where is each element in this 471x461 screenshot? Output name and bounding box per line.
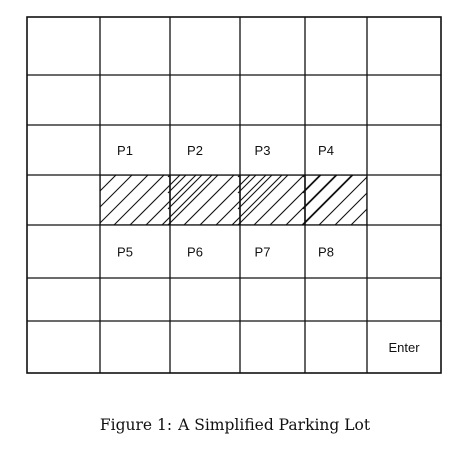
hatch-stroke — [215, 175, 267, 225]
entrance-label: Enter — [388, 340, 420, 355]
hatch-stroke — [167, 175, 203, 210]
parking-spot-p6-label: P6 — [187, 245, 203, 260]
hatch-stroke — [253, 175, 305, 225]
hatch-stroke — [269, 175, 321, 225]
hatch-stroke — [129, 175, 181, 225]
parking-grid — [26, 16, 442, 374]
parking-spot-p5-label: P5 — [117, 245, 133, 260]
hatch-stroke — [183, 175, 235, 225]
hatch-stroke — [237, 175, 257, 194]
hatch-stroke — [318, 176, 367, 225]
hatch-stroke — [167, 175, 187, 194]
hatched-cell-border — [304, 175, 367, 225]
hatched-cell — [302, 175, 367, 225]
hatch-stroke — [302, 175, 338, 210]
hatch-stroke — [237, 175, 273, 210]
hatched-cell-border — [100, 175, 171, 225]
parking-spot-p3-label: P3 — [255, 143, 271, 158]
figure-caption: Figure 1: A Simplified Parking Lot — [100, 416, 371, 434]
hatch-stroke — [350, 208, 367, 225]
parking-spot-p2-label: P2 — [187, 143, 203, 158]
hatch-stroke — [100, 175, 133, 208]
hatch-stroke — [113, 175, 165, 225]
caption-text: A Simplified Parking Lot — [177, 416, 371, 434]
hatched-driveway — [100, 175, 367, 225]
parking-spot-p1-label: P1 — [117, 143, 133, 158]
hatch-stroke — [100, 175, 149, 224]
hatch-stroke — [334, 192, 367, 225]
hatch-stroke — [145, 175, 197, 225]
hatch-stroke — [199, 175, 251, 225]
hatched-cell — [237, 175, 353, 225]
caption-prefix: Figure 1: — [100, 416, 172, 434]
hatch-stroke — [366, 224, 367, 225]
hatch-stroke — [167, 175, 219, 225]
hatch-stroke — [301, 175, 353, 225]
hatch-stroke — [100, 175, 117, 192]
parking-spot-p7-label: P7 — [255, 245, 271, 260]
hatch-stroke — [237, 175, 289, 225]
hatch-stroke — [285, 175, 337, 225]
hatch-stroke — [302, 175, 354, 225]
hatch-stroke — [302, 175, 322, 194]
grid-border — [26, 16, 442, 374]
parking-spot-p8-label: P8 — [318, 245, 334, 260]
parking-spot-p4-label: P4 — [318, 143, 334, 158]
